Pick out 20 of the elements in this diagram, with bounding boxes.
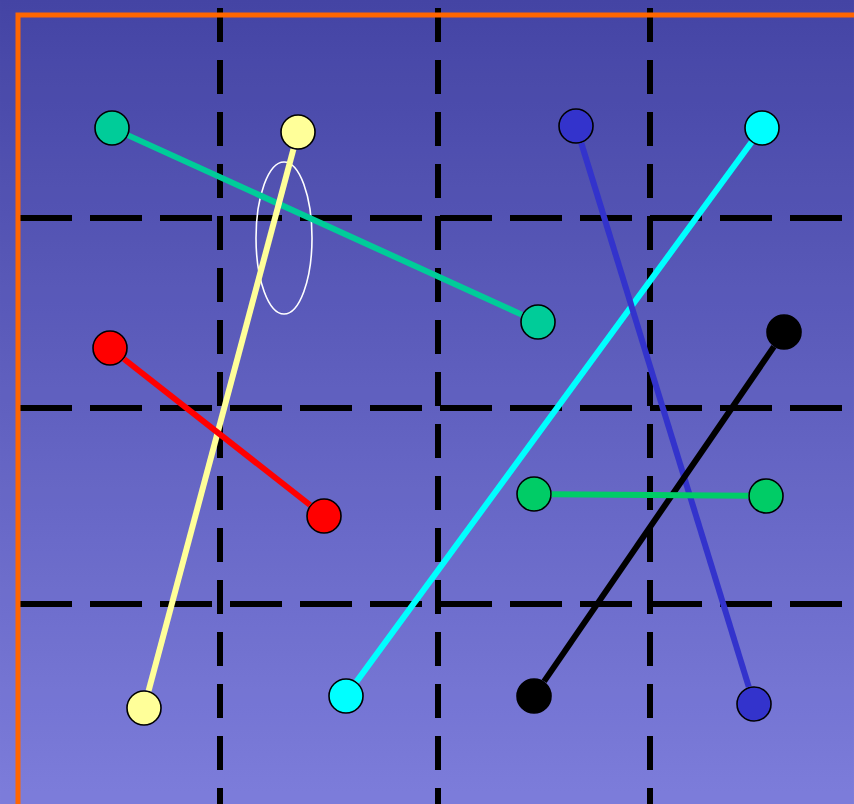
endpoint-dot xyxy=(748,478,784,514)
endpoint-dot xyxy=(126,690,162,726)
endpoint-dot xyxy=(94,110,130,146)
line-segment xyxy=(122,356,312,508)
line-segment xyxy=(551,491,749,499)
endpoint-dot xyxy=(744,110,780,146)
endpoint-dot xyxy=(736,686,772,722)
endpoint-dot xyxy=(328,678,364,714)
endpoint-dot xyxy=(516,678,552,714)
line-segment xyxy=(578,142,752,688)
endpoint-dot xyxy=(516,476,552,512)
endpoint-dot xyxy=(520,304,556,340)
endpoint-dot xyxy=(92,330,128,366)
line-segment xyxy=(354,140,754,684)
line-segment xyxy=(126,132,524,318)
endpoint-dot xyxy=(306,498,342,534)
endpoint-dot xyxy=(280,114,316,150)
line-segment xyxy=(541,344,777,683)
endpoint-dot xyxy=(558,108,594,144)
endpoint-dot xyxy=(766,314,802,350)
